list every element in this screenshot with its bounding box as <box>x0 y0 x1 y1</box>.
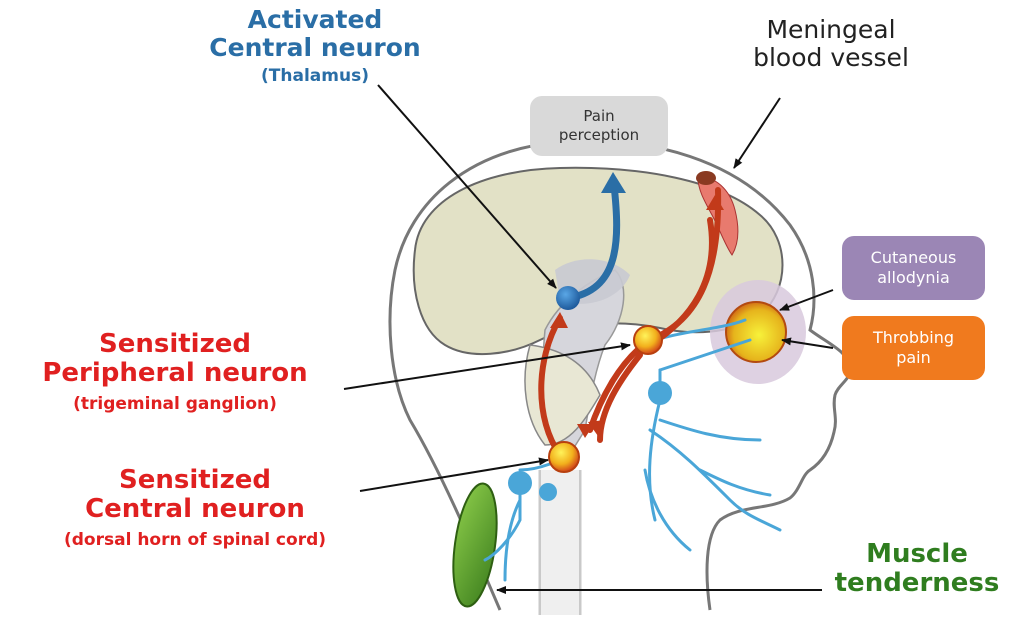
peripheral-neuron-label: Sensitized Peripheral neuron (trigeminal… <box>20 330 330 414</box>
muscle-tenderness-label: Muscle tenderness <box>822 540 1012 597</box>
eye <box>726 302 786 362</box>
pain-perception-box: Pain perception <box>530 96 668 156</box>
nerve-ganglion-1 <box>648 381 672 405</box>
activated-label: Activated Central neuron (Thalamus) <box>190 6 440 86</box>
central-neuron-body <box>549 442 579 472</box>
throbbing-pain-box: Throbbing pain <box>842 316 985 380</box>
neck-muscle <box>447 481 504 609</box>
meningeal-label: Meningeal blood vessel <box>726 16 936 71</box>
thalamus-neuron <box>556 286 580 310</box>
central-neuron-label: Sensitized Central neuron (dorsal horn o… <box>10 466 380 550</box>
nerve-ganglion-3 <box>539 483 557 501</box>
cutaneous-allodynia-box: Cutaneous allodynia <box>842 236 985 300</box>
nerve-ganglion-2 <box>508 471 532 495</box>
peripheral-neuron-body <box>634 326 662 354</box>
